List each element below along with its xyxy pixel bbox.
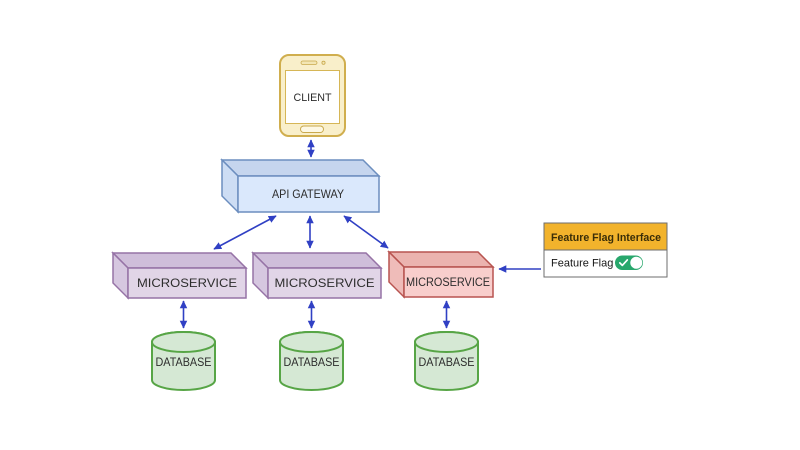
feature-flag-panel: Feature Flag Interface Feature Flag	[543, 222, 668, 278]
phone-home-button	[300, 125, 324, 133]
connector-gateway-microservice-1	[213, 215, 277, 250]
database-2-cylinder-top	[279, 331, 344, 353]
feature-flag-panel-header	[543, 222, 668, 251]
microservice-2-cube-top	[251, 252, 383, 269]
database-3-label: DATABASE	[419, 355, 475, 369]
client-label: CLIENT	[294, 92, 332, 104]
phone-screen	[285, 70, 340, 124]
microservice-1-cube-front	[127, 267, 247, 299]
microservice-1-cube-top	[111, 252, 248, 269]
microservice-2-label: MICROSERVICE	[275, 276, 375, 290]
api-gateway-node[interactable]: API GATEWAY	[220, 158, 381, 214]
connectors	[179, 139, 541, 329]
database-1-cylinder-top	[151, 331, 216, 353]
database-1-label: DATABASE	[156, 355, 212, 369]
api-gateway-label: API GATEWAY	[272, 187, 344, 201]
database-1-node[interactable]: DATABASE	[151, 331, 216, 391]
toggle-check-icon	[618, 259, 629, 267]
database-3-cylinder-top	[414, 331, 479, 353]
microservice-1-label: MICROSERVICE	[137, 276, 237, 290]
database-3-node[interactable]: DATABASE	[414, 331, 479, 391]
phone-speaker-icon	[300, 60, 318, 65]
microservice-3-cube-top	[387, 251, 495, 268]
gateway-cube-top	[220, 159, 381, 177]
feature-flag-panel-title: Feature Flag Interface	[551, 232, 661, 244]
feature-flag-toggle[interactable]	[615, 255, 643, 271]
microservice-3-label: MICROSERVICE	[406, 275, 490, 289]
toggle-knob[interactable]	[630, 256, 643, 269]
phone-camera-icon	[321, 60, 326, 65]
database-2-node[interactable]: DATABASE	[279, 331, 344, 391]
database-2-label: DATABASE	[284, 355, 340, 369]
client-node[interactable]: CLIENT	[279, 54, 346, 137]
gateway-cube-front	[237, 175, 380, 213]
microservice-3-cube-front	[403, 266, 494, 298]
connector-gateway-microservice-3	[343, 215, 389, 249]
feature-flag-row-label: Feature Flag	[551, 258, 613, 270]
microservice-2-node[interactable]: MICROSERVICE	[251, 251, 383, 300]
microservice-1-node[interactable]: MICROSERVICE	[111, 251, 248, 300]
microservice-3-node[interactable]: MICROSERVICE	[387, 250, 495, 299]
microservice-2-cube-front	[267, 267, 382, 299]
